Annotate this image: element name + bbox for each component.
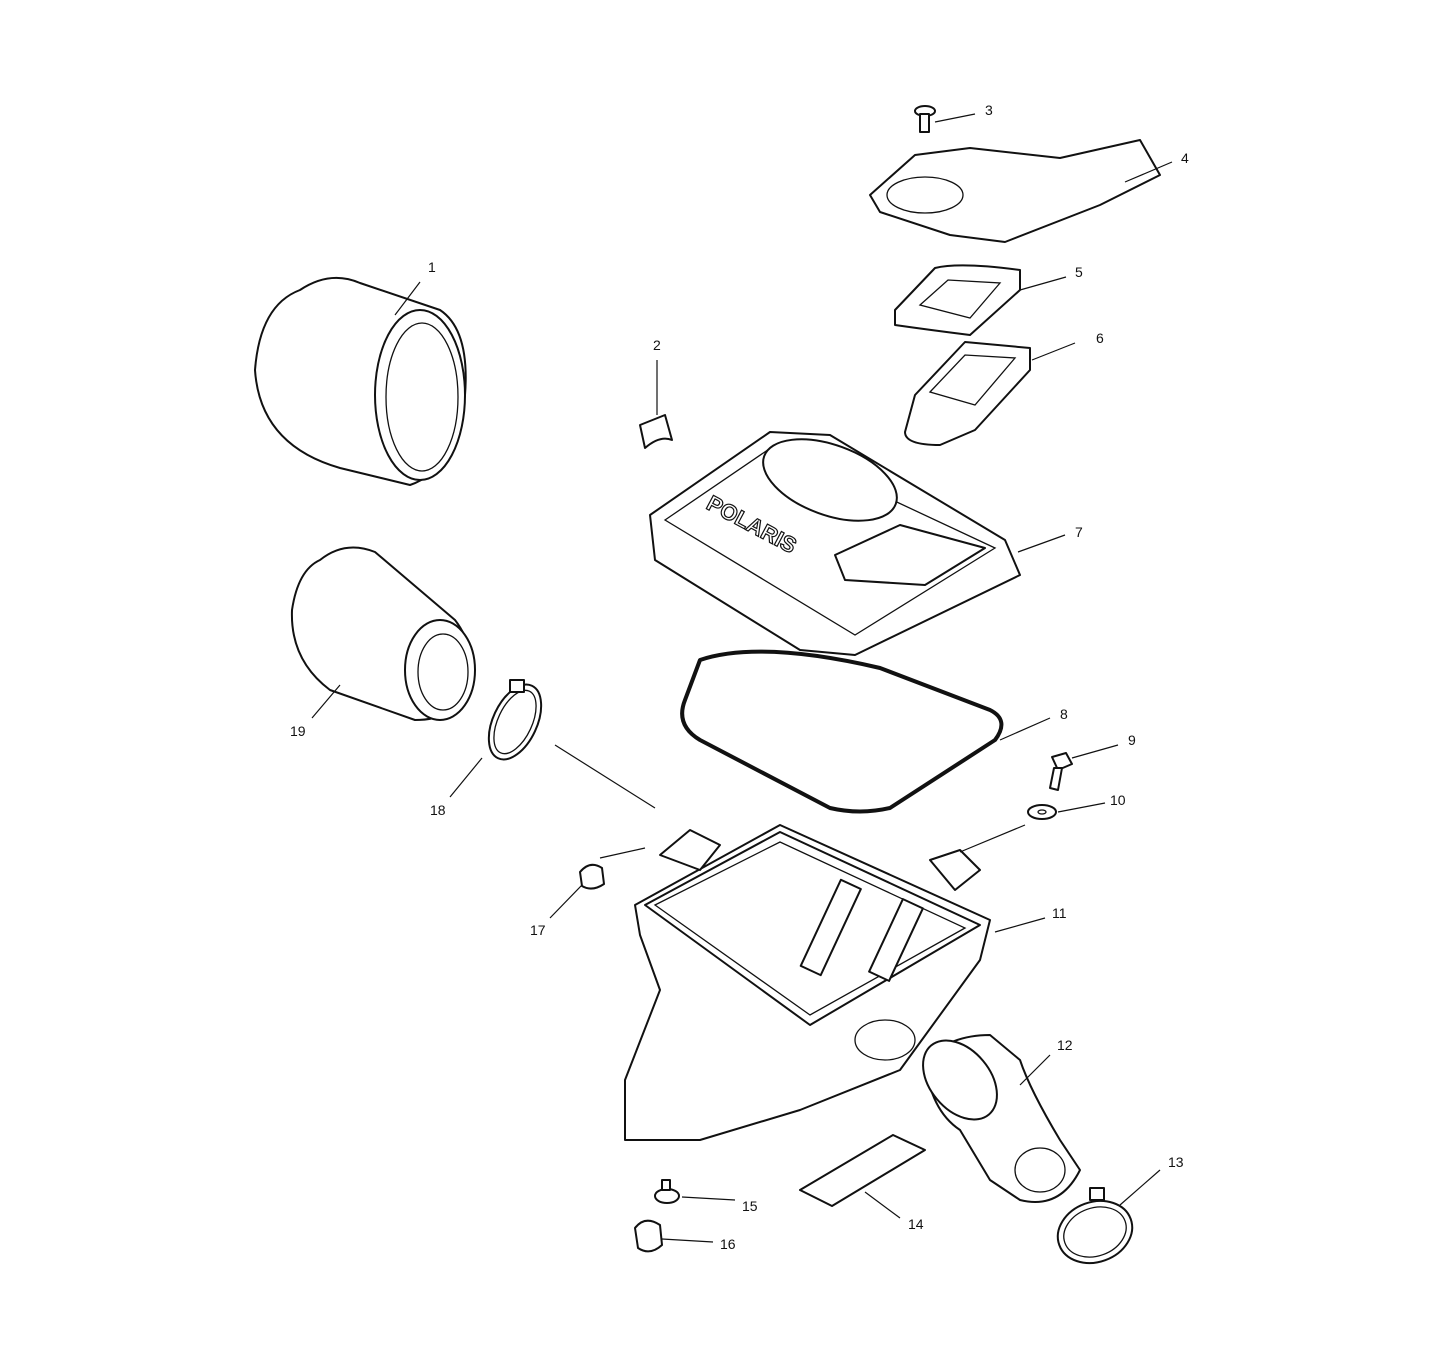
callout-5: 5 bbox=[1075, 264, 1083, 280]
callout-16: 16 bbox=[720, 1236, 736, 1252]
part-14-pad bbox=[799, 1134, 926, 1207]
callout-3: 3 bbox=[985, 102, 993, 118]
callout-10: 10 bbox=[1110, 792, 1126, 808]
callout-12: 12 bbox=[1057, 1037, 1073, 1053]
part-11-airbox bbox=[624, 824, 991, 1141]
part-2-clip bbox=[639, 414, 673, 449]
part-4-duct-cover bbox=[869, 139, 1161, 243]
part-1-foam-filter bbox=[254, 276, 467, 486]
part-19-inner-filter bbox=[290, 546, 476, 721]
callout-6: 6 bbox=[1096, 330, 1104, 346]
callout-labels: 1 2 3 4 5 6 7 8 9 10 11 12 13 14 15 16 1… bbox=[290, 102, 1189, 1252]
callout-19: 19 bbox=[290, 723, 306, 739]
part-18-clamp bbox=[487, 679, 543, 761]
part-13-clamp bbox=[1056, 1187, 1134, 1265]
part-8-seal bbox=[680, 649, 1004, 814]
callout-2: 2 bbox=[653, 337, 661, 353]
callout-1: 1 bbox=[428, 259, 436, 275]
callout-9: 9 bbox=[1128, 732, 1136, 748]
callout-18: 18 bbox=[430, 802, 446, 818]
part-12-intake-elbow bbox=[922, 1034, 1081, 1203]
part-17-grommet bbox=[579, 863, 605, 890]
callout-11: 11 bbox=[1052, 905, 1067, 921]
callout-17: 17 bbox=[530, 922, 546, 938]
part-5-gasket bbox=[894, 264, 1021, 336]
part-16-cap bbox=[634, 1219, 663, 1253]
part-15-drain-valve bbox=[654, 1179, 680, 1204]
callout-14: 14 bbox=[908, 1216, 924, 1232]
part-10-washer bbox=[1027, 804, 1057, 820]
part-7-airbox-lid: POLARIS bbox=[649, 431, 1021, 656]
callout-15: 15 bbox=[742, 1198, 758, 1214]
callout-4: 4 bbox=[1181, 150, 1189, 166]
callout-13: 13 bbox=[1168, 1154, 1184, 1170]
part-9-bolt bbox=[1049, 752, 1073, 791]
leader-lines bbox=[311, 113, 1173, 1243]
callout-8: 8 bbox=[1060, 706, 1068, 722]
callout-7: 7 bbox=[1075, 524, 1083, 540]
part-3-screw bbox=[914, 105, 936, 133]
part-6-intake-boot bbox=[904, 341, 1031, 446]
